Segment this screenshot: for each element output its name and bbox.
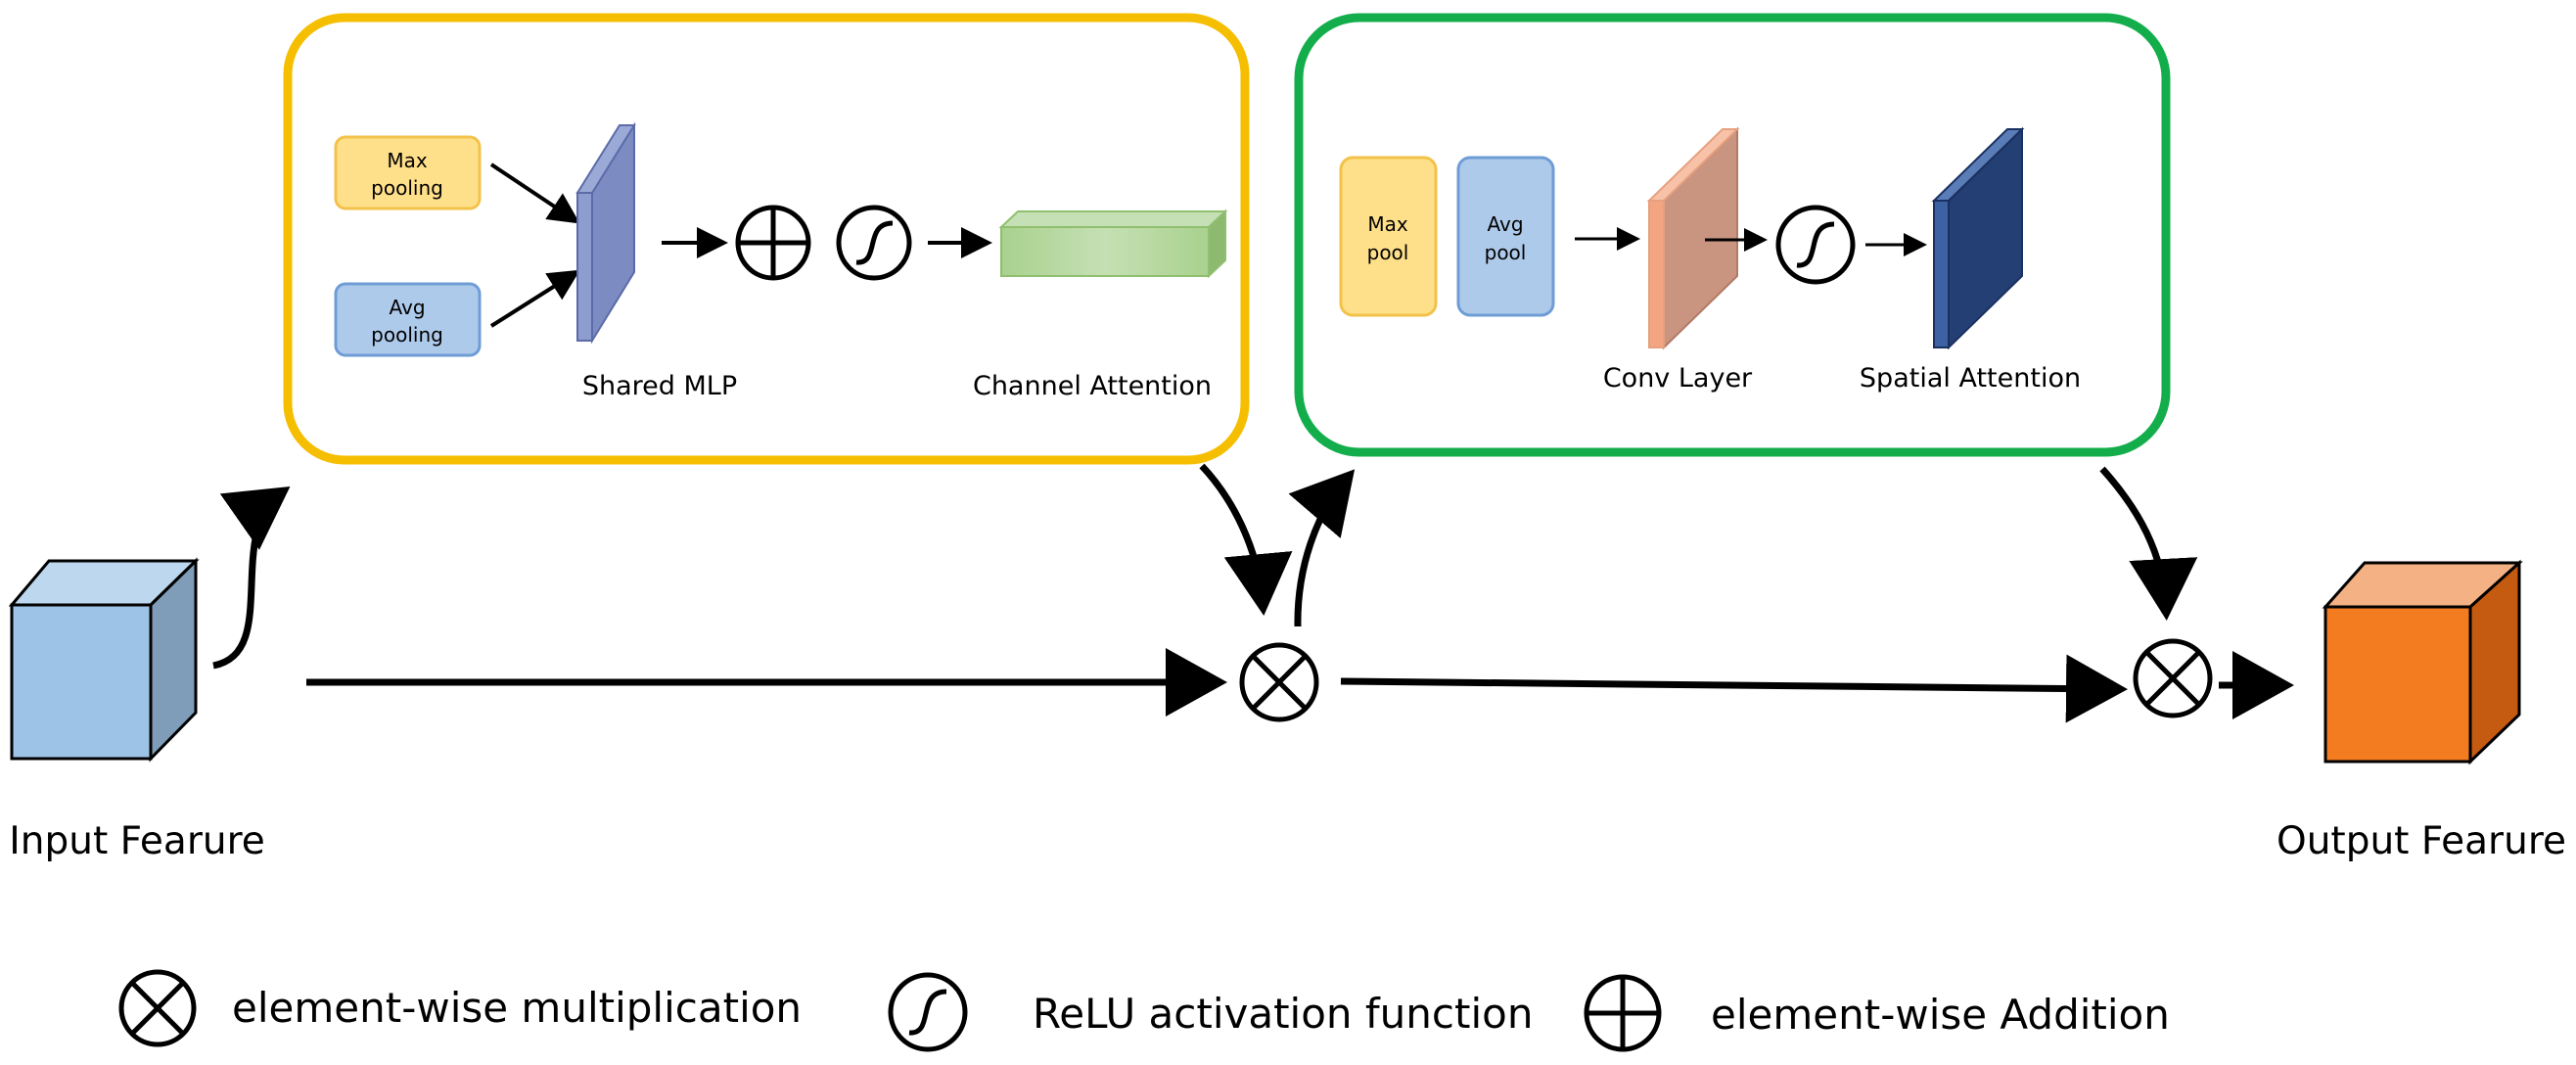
conv-layer-label: Conv Layer xyxy=(1603,363,1753,394)
arrow-max-to-mlp xyxy=(489,162,580,224)
conv-layer-plate xyxy=(1646,126,1740,350)
spatial-attention-module-box xyxy=(1294,13,2171,457)
output-feature-cube xyxy=(2322,559,2523,765)
legend-addition-label: element-wise Addition xyxy=(1711,991,2170,1039)
legend-relu-label: ReLU activation function xyxy=(1033,990,1533,1038)
arrow-first-multiply-to-second-multiply xyxy=(1340,654,2128,723)
legend-relu-symbol xyxy=(888,972,968,1052)
arrow-first-multiply-to-spatial-module xyxy=(1288,469,1356,627)
avg-pooling-block: Avg pooling xyxy=(334,282,482,357)
relu-symbol-spatial xyxy=(1775,205,1856,285)
addition-symbol xyxy=(735,205,811,281)
legend-multiply-symbol xyxy=(118,969,197,1047)
output-feature-label: Output Fearure xyxy=(2277,819,2566,863)
avg-pool-label-line1: Avg xyxy=(1487,212,1523,236)
input-feature-cube xyxy=(8,557,200,763)
channel-attention-label: Channel Attention xyxy=(973,371,1212,401)
channel-attention-bar xyxy=(998,208,1228,279)
relu-symbol-channel xyxy=(836,205,912,281)
max-pool-label-line2: pool xyxy=(1367,241,1409,264)
max-pooling-label-line1: Max xyxy=(387,149,428,172)
shared-mlp-plate xyxy=(575,121,636,345)
second-multiply-symbol xyxy=(2133,638,2213,718)
legend-addition-symbol xyxy=(1584,974,1662,1052)
channel-attention-module-box xyxy=(283,13,1250,465)
arrow-avg-to-mlp xyxy=(489,269,580,328)
input-feature-label: Input Fearure xyxy=(9,819,265,863)
avg-pool-label-line2: pool xyxy=(1485,241,1527,264)
max-pooling-label-line2: pooling xyxy=(371,176,443,200)
arrow-spatial-module-to-second-multiply xyxy=(2099,466,2198,621)
avg-pool-block: Avg pool xyxy=(1456,156,1555,317)
legend-multiplication-label: element-wise multiplication xyxy=(232,984,802,1032)
max-pooling-block: Max pooling xyxy=(334,135,482,210)
first-multiply-symbol xyxy=(1239,642,1319,722)
shared-mlp-label: Shared MLP xyxy=(582,371,737,401)
max-pool-label-line1: Max xyxy=(1367,212,1408,236)
spatial-attention-label: Spatial Attention xyxy=(1860,363,2081,394)
spatial-attention-plate xyxy=(1931,126,2025,350)
arrow-input-to-channel-module xyxy=(212,486,291,670)
max-pool-block: Max pool xyxy=(1339,156,1438,317)
arrow-channel-module-to-first-multiply xyxy=(1199,463,1293,616)
avg-pooling-label-line1: Avg xyxy=(389,296,425,319)
avg-pooling-label-line2: pooling xyxy=(371,323,443,347)
